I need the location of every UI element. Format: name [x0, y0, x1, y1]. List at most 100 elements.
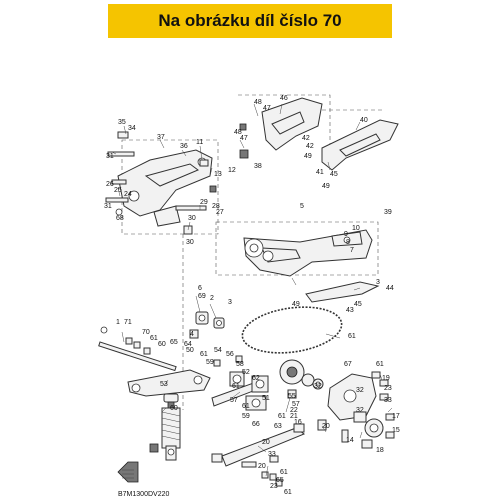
part-number-label: 5: [300, 203, 304, 210]
assembly-guide-lines: [121, 94, 382, 410]
part-number-label: 4: [190, 331, 194, 338]
part-number-label: 71: [124, 319, 132, 326]
part-number-label: 35: [118, 119, 126, 126]
part-number-label: 63: [0, 0, 8, 2]
part-number-label: 27: [216, 209, 224, 216]
part-number-label: 57: [230, 397, 238, 404]
part-number-label: 19: [382, 375, 390, 382]
part-number-label: 65: [170, 339, 178, 346]
front-arrow-icon: [117, 461, 139, 483]
swingarm: [243, 229, 373, 277]
part-number-label: 58: [236, 361, 244, 368]
part-number-label: 31: [106, 153, 114, 160]
part-number-label: 57: [292, 401, 300, 408]
part-number-label: 3: [376, 279, 380, 286]
part-number-label: 51: [262, 395, 270, 402]
part-number-label: 37: [157, 134, 165, 141]
part-number-label: 20: [258, 463, 266, 470]
part-number-label: 31: [104, 203, 112, 210]
part-number-label: 25: [114, 187, 122, 194]
part-number-label: 12: [228, 167, 236, 174]
part-number-label: 38: [254, 163, 262, 170]
part-number-label: 32: [356, 407, 364, 414]
part-number-label: 16: [294, 419, 302, 426]
part-number-label: 34: [128, 125, 136, 132]
part-number-label: 64: [0, 0, 8, 2]
part-number-label: 72: [0, 0, 8, 2]
part-number-label: 61: [0, 0, 8, 2]
drive-chain: [241, 306, 343, 354]
leader-lines: [111, 103, 393, 477]
part-number-label: 41: [316, 169, 324, 176]
part-number-label: 43: [346, 307, 354, 314]
pivot-shaft: [98, 326, 177, 372]
part-number-label: 45: [330, 171, 338, 178]
part-number-label: 59: [242, 413, 250, 420]
part-number-label: 45: [354, 301, 362, 308]
page-title: Na obrázku díl číslo 70: [108, 4, 392, 38]
part-number-label: 63: [274, 423, 282, 430]
part-number-label: 61: [242, 403, 250, 410]
sprocket-hub: [279, 359, 324, 399]
part-number-label: 42: [302, 135, 310, 142]
shock-absorber: [149, 393, 181, 461]
part-number-label: 29: [200, 199, 208, 206]
part-number-label: 32: [314, 383, 322, 390]
part-number-label: 47: [240, 135, 248, 142]
part-number-label: 67: [344, 361, 352, 368]
part-number-label: 44: [386, 285, 394, 292]
part-number-label: 61: [280, 469, 288, 476]
part-number-label: 20: [262, 439, 270, 446]
part-number-label: 6: [198, 285, 202, 292]
part-number-label: 7: [350, 247, 354, 254]
part-number-label: 54: [214, 347, 222, 354]
part-number-label: 61: [232, 383, 240, 390]
part-number-label: 52: [242, 369, 250, 376]
part-number-label: 61: [284, 489, 292, 496]
diagram-code: B7M1300DV220: [118, 491, 169, 498]
part-number-label: 23: [384, 385, 392, 392]
part-number-label: 28: [212, 203, 220, 210]
part-number-label: 50: [186, 347, 194, 354]
part-number-label: 46: [280, 95, 288, 102]
part-number-label: 26: [106, 181, 114, 188]
part-number-label: 20: [322, 423, 330, 430]
part-number-label: 53: [160, 381, 168, 388]
part-number-label: 65: [276, 477, 284, 484]
part-number-label: 61: [348, 333, 356, 340]
part-number-label: 1: [116, 319, 120, 326]
part-number-label: 59: [206, 359, 214, 366]
part-number-label: 42: [306, 143, 314, 150]
part-number-label: 60: [170, 405, 178, 412]
linkage-arm: [127, 369, 211, 397]
part-number-label: 60: [158, 341, 166, 348]
rear-fender-parts: [239, 97, 399, 171]
part-number-label: 47: [263, 105, 271, 112]
part-number-label: 11: [196, 139, 203, 146]
part-number-label: 33: [268, 451, 276, 458]
part-number-label: 69: [198, 293, 206, 300]
part-number-label: 30: [188, 215, 196, 222]
part-number-label: 64: [184, 341, 192, 348]
lower-link: [211, 423, 306, 467]
part-number-label: 10: [352, 225, 360, 232]
part-callouts: 3534371136311312262524316829282730304847…: [0, 0, 400, 496]
part-number-label: 61: [278, 413, 286, 420]
part-number-label: 24: [124, 191, 132, 198]
part-number-label: 70: [142, 329, 150, 336]
part-number-label: 49: [292, 301, 300, 308]
part-number-label: 13: [214, 171, 222, 178]
part-number-label: 68: [116, 215, 124, 222]
part-number-label: 61: [376, 361, 384, 368]
part-number-label: 55: [288, 393, 296, 400]
part-number-label: 49: [322, 183, 330, 190]
chain-guard: [305, 281, 380, 303]
part-number-label: 49: [304, 153, 312, 160]
part-number-label: 62: [252, 375, 260, 382]
part-number-label: 56: [226, 351, 234, 358]
part-number-label: 61: [150, 335, 158, 342]
part-number-label: 48: [254, 99, 262, 106]
part-number-label: 40: [360, 117, 368, 124]
